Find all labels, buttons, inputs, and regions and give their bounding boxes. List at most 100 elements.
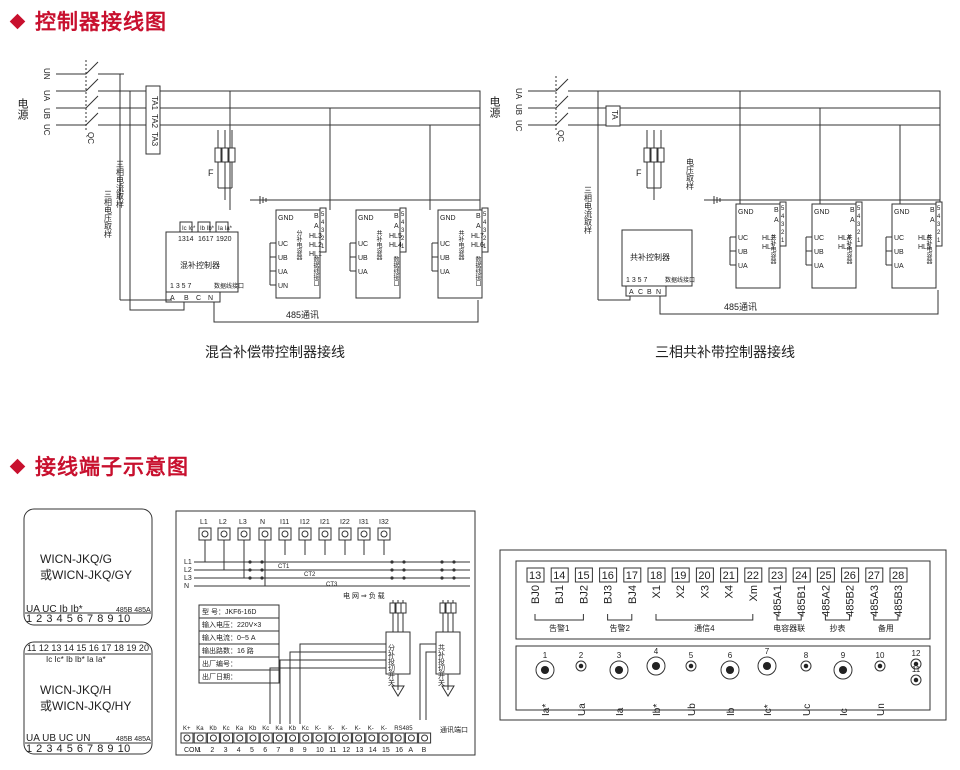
terminal-number: 9 <box>303 747 307 754</box>
screw-terminal <box>325 732 339 744</box>
pin-number: 5 <box>483 212 487 218</box>
terminal-number-box <box>695 567 714 583</box>
pin-number: 2 <box>857 230 861 236</box>
gnd-label: GND <box>358 215 374 222</box>
input-label: UC <box>738 235 748 242</box>
terminal-labels: 485B 485A <box>116 607 151 614</box>
pin-number: 1 <box>937 238 941 244</box>
terminal-number: 6 <box>263 747 267 754</box>
pin-number: 5 <box>857 206 861 212</box>
hl-label: HL2 <box>309 242 322 249</box>
terminal-number: 24 <box>795 570 807 582</box>
terminal-labels: 485B 485A <box>116 736 151 743</box>
port-label: 数据线接口 <box>312 255 319 287</box>
qc-label: QC <box>86 132 95 144</box>
pin-number: 2 <box>321 236 325 242</box>
pin-number: 1 <box>781 238 785 244</box>
terminal-number: 18 <box>650 570 662 582</box>
pin-label: N <box>656 289 661 296</box>
screw-terminal <box>404 732 418 744</box>
terminal-label: BJ2 <box>578 585 590 604</box>
pin-number: 2 <box>937 230 941 236</box>
terminal-number-box <box>744 567 763 583</box>
terminal-label: K- <box>328 726 334 732</box>
hl-label: HL5 <box>918 244 931 251</box>
pin-number: 1 3 5 7 <box>170 283 192 290</box>
terminal-label: Ka <box>236 726 244 732</box>
terminal-label: X4 <box>724 585 736 598</box>
pin-number: 5 <box>781 206 785 212</box>
model-name: 或WICN-JKQ/GY <box>40 568 132 582</box>
screw-terminal <box>246 732 260 744</box>
model-name: WICN-JKQ/G <box>40 552 112 566</box>
screw-terminal <box>278 527 292 541</box>
line-label: UC <box>42 124 51 136</box>
input-label: UA <box>358 269 368 276</box>
input-label: UC <box>814 235 824 242</box>
input-label: UB <box>894 249 904 256</box>
unit-name: 共补电容器 <box>845 233 852 265</box>
screw-terminal <box>206 732 220 744</box>
screw-terminal <box>378 732 392 744</box>
line-label: UA <box>514 88 523 100</box>
terminal-number-box <box>889 567 908 583</box>
model-name: WICN-JKQ/H <box>40 683 111 697</box>
terminal-number: 4 <box>237 747 241 754</box>
terminal-label: L2 <box>219 519 227 526</box>
terminal-number-box <box>720 567 739 583</box>
group-label: 电容器联 <box>773 623 805 633</box>
screw-terminal <box>338 527 352 541</box>
pin-number: 1617 <box>198 236 214 243</box>
terminal-label: Ka <box>275 726 283 732</box>
pin-label: C <box>638 289 643 296</box>
terminal-numbers: 1 2 3 4 5 6 7 8 9 10 <box>26 613 131 625</box>
terminal-number-box <box>623 567 642 583</box>
terminal-number-box <box>865 567 884 583</box>
hl-label: HL3 <box>309 233 322 240</box>
terminal-number-box <box>647 567 666 583</box>
terminal-number: 14 <box>553 570 565 582</box>
switch-label: 共补投切开关 <box>438 643 446 687</box>
pin-number: 2 <box>401 236 405 242</box>
terminal-label: RS485 <box>394 726 413 732</box>
terminal-label: Kc <box>262 726 269 732</box>
terminal-label: 485A3 <box>869 585 881 617</box>
ct-label: CT2 <box>304 572 316 578</box>
input-label: UB <box>738 249 748 256</box>
group-label: 通信4 <box>694 623 715 633</box>
gnd-label: GND <box>894 209 910 216</box>
screw-terminal <box>391 732 405 744</box>
terminal-number-box <box>574 567 593 583</box>
input-label: UA <box>440 269 450 276</box>
unit-name: 共补电容器 <box>769 233 776 265</box>
pin-number: 3 <box>781 222 785 228</box>
terminal-number: 19 <box>674 570 686 582</box>
diagram-three-phase-common: 电源 UA UB UC QC TA 三相电流取样 电压取样 F 共补控制器 1 … <box>488 76 943 360</box>
pin-number: 5 <box>401 212 405 218</box>
controller-label: 共补控制器 <box>630 252 670 262</box>
pin-number: 5 <box>321 212 325 218</box>
group-label: 备用 <box>878 623 894 633</box>
pin-label: Ia Ia* <box>218 226 233 232</box>
pin-label: B <box>850 207 855 214</box>
common-controller-box <box>621 229 693 287</box>
terminal-number-box <box>768 567 787 583</box>
terminal-number: 15 <box>577 570 589 582</box>
terminal-number: 21 <box>723 570 735 582</box>
terminal-number: 11 <box>329 747 336 754</box>
terminal-number-box <box>816 567 835 583</box>
terminal-number-box <box>599 567 618 583</box>
pin-number: 2 <box>483 236 487 242</box>
terminal-number: 1 <box>543 651 548 660</box>
pin-label: A <box>170 295 175 302</box>
pin-label: C <box>196 295 201 302</box>
terminal-number: 22 <box>747 570 759 582</box>
screw-terminal <box>298 527 312 541</box>
terminal-label: K- <box>355 726 361 732</box>
terminal-label: 485A2 <box>820 585 832 617</box>
